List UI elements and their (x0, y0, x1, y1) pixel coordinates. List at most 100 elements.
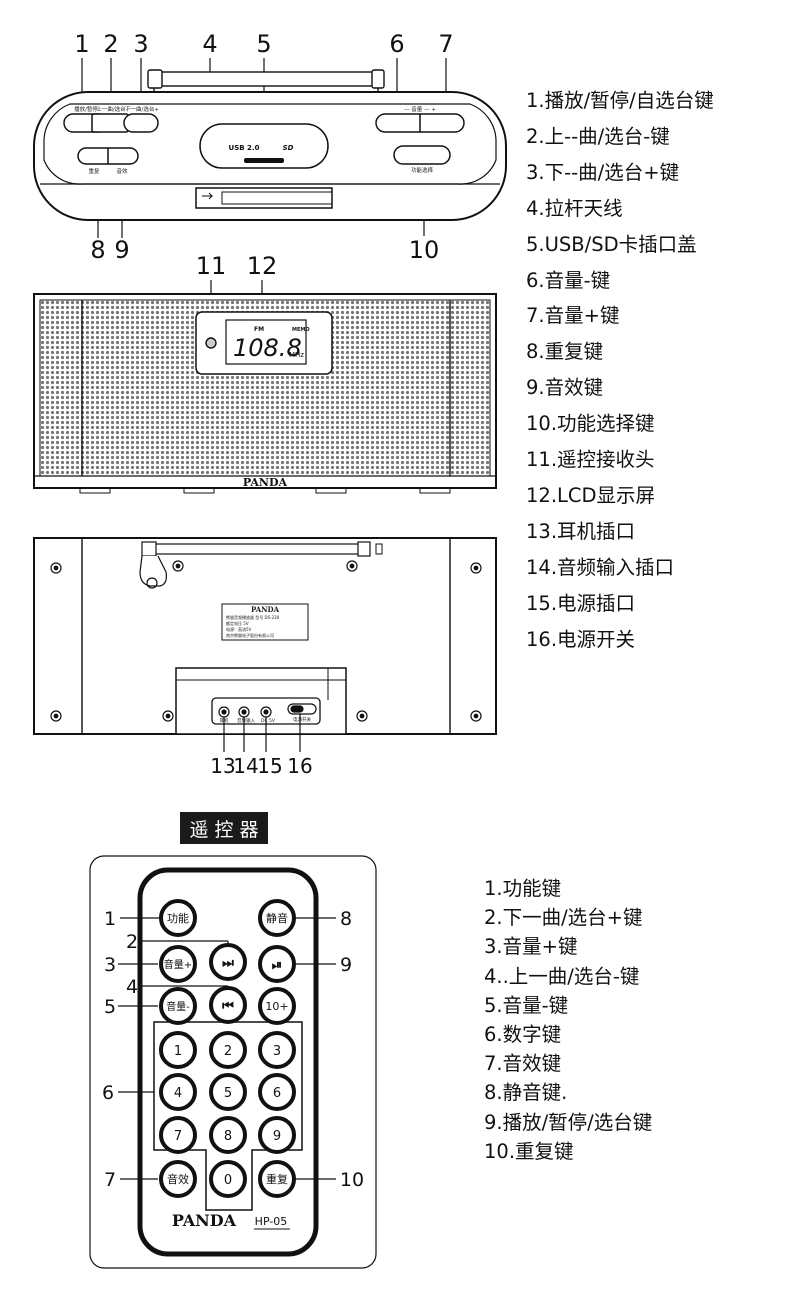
remote-legend-item: 10.重复键 (484, 1139, 574, 1163)
remote-legend-item: 9.播放/暂停/选台键 (484, 1110, 653, 1134)
device-legend-item: 1.播放/暂停/自选台键 (526, 89, 714, 112)
device-legend-item: 5.USB/SD卡插口盖 (526, 232, 697, 256)
remote-digit-2-label: 2 (224, 1044, 232, 1059)
remote-digit-8[interactable] (209, 1116, 247, 1154)
ir-receiver (205, 337, 217, 349)
device-legend-item: 12.LCD显示屏 (526, 483, 656, 507)
label-prev: 上一曲/选台- (96, 105, 127, 113)
remote-vol-up-button[interactable] (159, 945, 197, 983)
remote-digit-4[interactable] (159, 1073, 197, 1111)
label-next: 下一曲/选台+ (125, 105, 159, 113)
lcd-unit: MHz (289, 351, 304, 359)
lcd-frequency: 108.8 (233, 334, 302, 362)
remote-vol-up-label: 音量+ (164, 958, 192, 971)
remote-legend-item: 1.功能键 (484, 877, 562, 900)
callout-9: 9 (114, 236, 129, 264)
device-legend-item: 10.功能选择键 (526, 412, 655, 436)
remote-vol-down-button[interactable] (159, 987, 197, 1025)
remote-digit-3[interactable] (258, 1031, 296, 1069)
callout-13: 13 (210, 754, 235, 778)
usb-label: USB 2.0 (229, 144, 260, 152)
device-legend: 1.播放/暂停/自选台键 2.上--曲/选台-键 3.下--曲/选台+键 4.拉… (526, 83, 714, 658)
device-legend-item: 3.下--曲/选台+键 (526, 160, 680, 184)
remote-brand: PANDA (172, 1211, 237, 1230)
remote-ten-plus-button[interactable] (258, 987, 296, 1025)
nameplate-line-1: 熊猫音频播放器 型号 DS-230 (226, 614, 280, 620)
remote-legend-item: 4..上一曲/选台-键 (484, 964, 640, 988)
callout-8: 8 (90, 236, 105, 264)
remote-digit-7[interactable] (159, 1116, 197, 1154)
remote-digit-1[interactable] (159, 1031, 197, 1069)
remote-function-label: 功能 (167, 911, 189, 925)
front-brand: PANDA (243, 476, 288, 489)
callout-11: 11 (196, 252, 227, 280)
remote-legend-item: 2.下一曲/选台+键 (484, 906, 643, 930)
remote-callout-6: 6 (102, 1082, 114, 1104)
remote-function-button[interactable] (159, 899, 197, 937)
remote-prev-label: ⏮ (222, 999, 234, 1014)
front-view: 11 12 PANDA FM MEMO 108.8 MHz (33, 252, 497, 494)
callout-12: 12 (247, 252, 278, 280)
remote-digit-7-label: 7 (174, 1129, 182, 1144)
device-legend-item: 9.音效键 (526, 376, 604, 400)
callout-2: 2 (103, 30, 118, 58)
device-legend-item: 16.电源开关 (526, 627, 636, 651)
usb-sd-cover (199, 123, 329, 169)
remote-next-label: ⏭ (222, 956, 234, 971)
remote-repeat-button[interactable] (258, 1160, 296, 1198)
remote-legend-item: 8.静音键. (484, 1081, 568, 1105)
label-repeat: 重复 (88, 167, 100, 175)
remote-digit-6-label: 6 (273, 1086, 281, 1101)
power-switch[interactable] (287, 703, 317, 715)
callout-15: 15 (257, 754, 282, 778)
remote-view: 遥 控 器 1 2 3 4 5 6 7 8 (89, 812, 377, 1269)
rear-view: PANDA 熊猫音频播放器 型号 DS-230 额定电压 5V 电源：直流5V … (33, 537, 497, 778)
remote-mute-button[interactable] (258, 899, 296, 937)
remote-play-button[interactable] (258, 945, 296, 983)
device-legend-item: 14.音频输入插口 (526, 555, 675, 579)
callout-7: 7 (438, 30, 453, 58)
remote-digit-1-label: 1 (174, 1044, 182, 1059)
callout-1: 1 (74, 30, 89, 58)
remote-callout-9: 9 (340, 954, 352, 976)
nameplate (221, 603, 309, 641)
remote-digit-5[interactable] (209, 1073, 247, 1111)
callout-16: 16 (287, 754, 312, 778)
callout-5: 5 (256, 30, 271, 58)
remote-effect-button[interactable] (159, 1160, 197, 1198)
remote-callout-8: 8 (340, 908, 352, 930)
remote-digit-9[interactable] (258, 1116, 296, 1154)
remote-digit-6[interactable] (258, 1073, 296, 1111)
remote-digit-3-label: 3 (273, 1044, 281, 1059)
port-label-switch: 电源开关 (293, 716, 311, 723)
device-legend-item: 7.音量+键 (526, 304, 620, 328)
nameplate-brand: PANDA (251, 605, 280, 614)
remote-digit-0-label: 0 (224, 1173, 232, 1188)
device-legend-item: 6.音量-键 (526, 268, 611, 292)
callout-3: 3 (133, 30, 148, 58)
port-label-audio-in: 音频输入 (237, 717, 255, 724)
nameplate-line-4: 南京熊猫电子股份有限公司 (226, 632, 274, 638)
remote-digit-2[interactable] (209, 1031, 247, 1069)
device-legend-item: 15.电源插口 (526, 591, 636, 615)
remote-legend-item: 5.音量-键 (484, 993, 569, 1017)
remote-callout-3: 3 (104, 954, 116, 976)
nameplate-line-3: 电源：直流5V (226, 626, 252, 632)
device-legend-item: 4.拉杆天线 (526, 196, 623, 220)
remote-digit-0[interactable] (209, 1160, 247, 1198)
remote-mute-label: 静音 (266, 911, 288, 925)
remote-callout-2: 2 (126, 931, 138, 953)
remote-digit-8-label: 8 (224, 1129, 232, 1144)
remote-digit-4-label: 4 (174, 1086, 182, 1101)
remote-next-button[interactable] (209, 943, 247, 981)
callout-6: 6 (389, 30, 404, 58)
sd-label: SD (283, 144, 294, 152)
remote-ten-plus-label: 10+ (265, 1000, 288, 1013)
remote-model: HP-05 (255, 1215, 288, 1228)
remote-callout-1: 1 (104, 908, 116, 930)
remote-prev-button[interactable] (209, 986, 247, 1024)
top-view: 1 2 3 4 5 6 7 8 9 10 (33, 30, 507, 264)
callout-10: 10 (409, 236, 440, 264)
lcd-screen (225, 319, 307, 365)
nameplate-line-2: 额定电压 5V (226, 620, 249, 626)
